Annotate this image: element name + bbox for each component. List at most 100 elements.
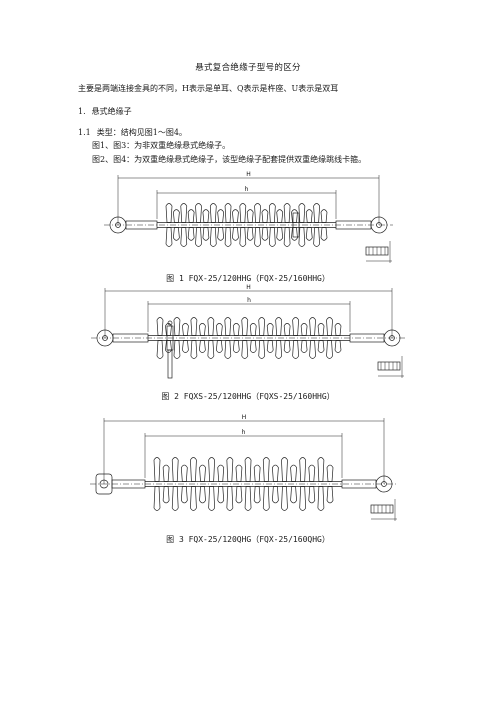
shed bbox=[156, 340, 164, 359]
figure-note-2-4: 图2、图4：为双重绝缘悬式绝缘子，该型绝缘子配套提供双重绝缘跳线卡箍。 bbox=[92, 155, 367, 164]
shed bbox=[224, 340, 232, 359]
shed bbox=[317, 486, 325, 511]
shed bbox=[305, 209, 313, 223]
shed bbox=[276, 209, 284, 223]
shed bbox=[165, 340, 172, 353]
shed bbox=[207, 340, 215, 359]
shed bbox=[165, 203, 173, 223]
shed bbox=[291, 209, 298, 223]
shed bbox=[241, 340, 249, 359]
eye-hole bbox=[376, 222, 382, 228]
shed bbox=[283, 340, 291, 353]
shed bbox=[173, 227, 180, 241]
figure-3-caption: 图 3 FQX-25/120QHG（FQX-25/160QHG） bbox=[166, 535, 330, 544]
shed bbox=[292, 340, 299, 359]
shed bbox=[313, 203, 320, 223]
shed bbox=[190, 340, 198, 359]
socket-hole bbox=[99, 479, 109, 489]
shed bbox=[308, 464, 316, 482]
clamp-nut bbox=[167, 320, 173, 326]
shed bbox=[292, 317, 299, 336]
shed bbox=[202, 227, 210, 241]
shed bbox=[156, 317, 164, 336]
figure-3-drawing: Hh bbox=[90, 414, 398, 521]
shed bbox=[246, 209, 254, 223]
shed bbox=[224, 227, 232, 247]
shed bbox=[281, 457, 288, 482]
eye-hole bbox=[102, 335, 108, 341]
shed bbox=[190, 317, 198, 336]
shed bbox=[217, 227, 225, 241]
shed bbox=[235, 464, 243, 482]
shed bbox=[241, 317, 249, 336]
eye-hole bbox=[115, 222, 121, 228]
shed bbox=[199, 323, 206, 336]
figure-note-1-3: 图1、图3：为非双重绝缘悬式绝缘子。 bbox=[92, 141, 231, 150]
shed bbox=[153, 486, 161, 511]
shed bbox=[326, 486, 334, 504]
figure-1-caption: 图 1 FQX-25/120HHG（FQX-25/160HHG） bbox=[166, 274, 330, 283]
shed bbox=[326, 464, 334, 482]
shed bbox=[283, 227, 291, 247]
shed bbox=[261, 227, 269, 241]
shed bbox=[239, 203, 247, 223]
shed bbox=[232, 209, 239, 223]
section-title: 悬式绝缘子 bbox=[91, 107, 132, 116]
jumper-clamp bbox=[292, 212, 300, 238]
shed bbox=[235, 486, 243, 504]
end-fitting-left bbox=[112, 333, 149, 343]
shed bbox=[180, 486, 188, 504]
shed bbox=[208, 457, 215, 482]
shed bbox=[299, 457, 307, 482]
shed bbox=[199, 464, 206, 482]
eye-hole bbox=[381, 481, 387, 487]
dimension-label-h: h bbox=[245, 186, 249, 193]
dimension-label-H: H bbox=[246, 171, 251, 178]
shed bbox=[262, 486, 270, 511]
shed bbox=[190, 457, 197, 482]
shed bbox=[309, 340, 316, 359]
figure-2-drawing: Hh bbox=[91, 284, 406, 379]
shed bbox=[224, 317, 232, 336]
shed bbox=[173, 340, 181, 359]
shed bbox=[275, 340, 283, 359]
shed bbox=[226, 457, 234, 482]
shed bbox=[290, 464, 297, 482]
shed bbox=[300, 323, 308, 336]
shed bbox=[215, 323, 223, 336]
shed bbox=[209, 203, 217, 223]
shed bbox=[239, 227, 247, 247]
dimension-label-h: h bbox=[242, 429, 246, 436]
shed bbox=[180, 227, 188, 247]
shed bbox=[187, 227, 195, 241]
dimension-label-h: h bbox=[247, 297, 251, 304]
shed bbox=[244, 457, 252, 482]
shed bbox=[300, 340, 308, 353]
shed bbox=[309, 317, 316, 336]
shed bbox=[334, 323, 342, 336]
shed bbox=[173, 209, 180, 223]
end-fitting-right bbox=[341, 479, 377, 489]
shed bbox=[224, 203, 232, 223]
shed bbox=[258, 317, 266, 336]
shed bbox=[276, 227, 284, 241]
shed bbox=[291, 227, 298, 241]
shed bbox=[298, 203, 306, 223]
shed bbox=[199, 340, 206, 353]
shed bbox=[254, 227, 261, 247]
shed bbox=[171, 486, 179, 511]
shed bbox=[334, 340, 342, 353]
shed bbox=[298, 227, 306, 247]
shed bbox=[253, 464, 261, 482]
shed bbox=[187, 209, 195, 223]
shed bbox=[165, 227, 173, 247]
shed bbox=[180, 464, 188, 482]
shed bbox=[317, 340, 325, 353]
shed bbox=[162, 486, 170, 504]
shed bbox=[272, 486, 279, 504]
shed bbox=[326, 340, 333, 359]
shed bbox=[283, 323, 291, 336]
shed bbox=[253, 486, 261, 504]
eye-hole bbox=[389, 335, 395, 341]
